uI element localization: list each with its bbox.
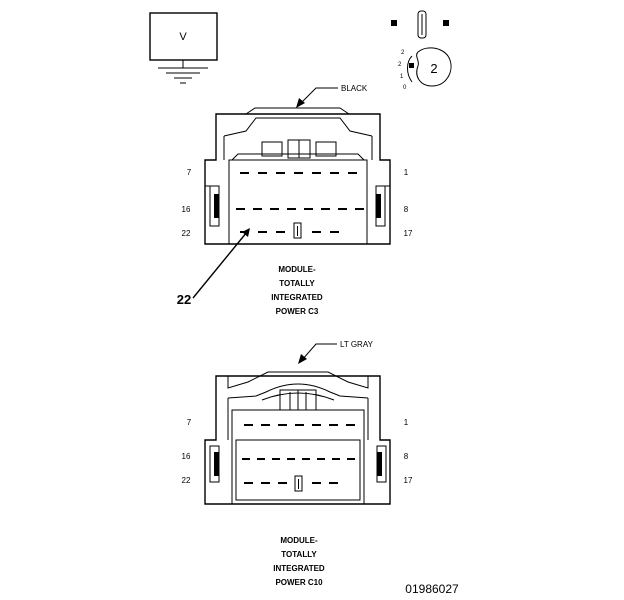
c3-pin-row-mid <box>236 208 364 210</box>
c3-pin-row-top <box>240 172 357 174</box>
c3-caption-line: MODULE- <box>278 265 316 274</box>
c3-terminal-cavity <box>276 172 285 174</box>
c3-terminal-cavity <box>330 231 339 233</box>
c10-caption-line: TOTALLY <box>281 550 317 559</box>
c3-key-slot <box>293 222 302 239</box>
c10-terminal-cavity <box>295 424 304 426</box>
c3-terminal-cavity <box>330 172 339 174</box>
c3-callout-number: 22 <box>177 292 191 307</box>
c10-terminal-cavity <box>347 458 355 460</box>
c3-terminal-cavity <box>355 208 364 210</box>
c3-terminal-cavity <box>258 172 267 174</box>
c10-pin-row-bottom <box>244 482 338 484</box>
c10-terminal-cavity <box>329 482 338 484</box>
figure-id: 01986027 <box>405 582 459 596</box>
connector-c3: BLACK 7 1 16 8 22 <box>177 84 413 316</box>
c3-terminal-cavity <box>258 231 267 233</box>
c3-pin-number: 16 <box>182 205 191 214</box>
c3-terminal-cavity <box>321 208 330 210</box>
c3-terminal-cavity <box>312 231 321 233</box>
c3-pin-number: 17 <box>404 229 413 238</box>
c10-caption-line: POWER C10 <box>275 578 323 587</box>
c10-terminal-cavity <box>278 482 287 484</box>
c10-terminal-cavity <box>302 458 310 460</box>
c3-pin-number: 1 <box>404 168 409 177</box>
c10-terminal-cavity <box>332 458 340 460</box>
c10-terminal-cavity <box>312 482 321 484</box>
c10-terminal-cavity <box>257 458 265 460</box>
c3-pin-number: 8 <box>404 205 409 214</box>
c10-caption-line: MODULE- <box>280 536 318 545</box>
c3-pin-number: 7 <box>187 168 192 177</box>
c3-callout-arrow <box>192 231 248 299</box>
c10-terminal-cavity <box>317 458 325 460</box>
c10-pin-number: 16 <box>182 452 191 461</box>
probe-number-3: 1 <box>400 74 404 80</box>
c10-terminal-cavity <box>278 424 287 426</box>
c3-terminal-cavity <box>253 208 262 210</box>
probe-number-1: 2 <box>401 50 405 56</box>
voltmeter-symbol: V <box>149 12 218 84</box>
c3-caption-line: INTEGRATED <box>271 293 323 302</box>
connector-c10: LT GRAY 7 1 16 8 22 17 MODULE- <box>182 340 413 587</box>
c10-terminal-cavity <box>261 424 270 426</box>
voltmeter-label: V <box>179 31 187 43</box>
c10-terminal-cavity <box>329 424 338 426</box>
c3-color-label: BLACK <box>341 84 368 93</box>
c10-caption-line: INTEGRATED <box>273 564 325 573</box>
c3-terminal-cavity <box>276 231 285 233</box>
c10-pin-row-mid <box>242 458 355 460</box>
probe-center-number: 2 <box>430 61 437 76</box>
c3-caption-line: TOTALLY <box>279 279 315 288</box>
c10-pin-number: 8 <box>404 452 409 461</box>
c10-terminal-cavity <box>261 482 270 484</box>
c3-terminal-cavity <box>240 172 249 174</box>
c3-terminal-cavity <box>270 208 279 210</box>
c10-pin-number: 1 <box>404 418 409 427</box>
c10-terminal-cavity <box>312 424 321 426</box>
c3-terminal-cavity <box>312 172 321 174</box>
c10-terminal-cavity <box>346 424 355 426</box>
c10-terminal-cavity <box>272 458 280 460</box>
c10-pin-number: 17 <box>404 476 413 485</box>
c10-terminal-cavity <box>287 458 295 460</box>
c3-terminal-cavity <box>287 208 296 210</box>
c3-caption-line: POWER C3 <box>276 307 319 316</box>
c3-pin-number: 22 <box>182 229 191 238</box>
c10-pin-number: 7 <box>187 418 192 427</box>
c3-terminal-cavity <box>304 208 313 210</box>
probe-number-4: 0 <box>403 85 407 91</box>
c3-terminal-cavity <box>236 208 245 210</box>
c10-pin-number: 22 <box>182 476 191 485</box>
c10-key-slot <box>294 475 303 492</box>
c10-terminal-cavity <box>244 482 253 484</box>
terminal-probe-icon: 2 2 1 0 2 <box>391 10 452 91</box>
c3-terminal-cavity <box>338 208 347 210</box>
c3-terminal-cavity <box>348 172 357 174</box>
c3-pin-row-bottom <box>240 231 339 233</box>
c3-terminal-cavity <box>294 172 303 174</box>
c10-terminal-cavity <box>242 458 250 460</box>
c10-pin-row-top <box>244 424 355 426</box>
c10-terminal-cavity <box>244 424 253 426</box>
c10-color-label: LT GRAY <box>340 340 374 349</box>
probe-number-2: 2 <box>398 62 402 68</box>
